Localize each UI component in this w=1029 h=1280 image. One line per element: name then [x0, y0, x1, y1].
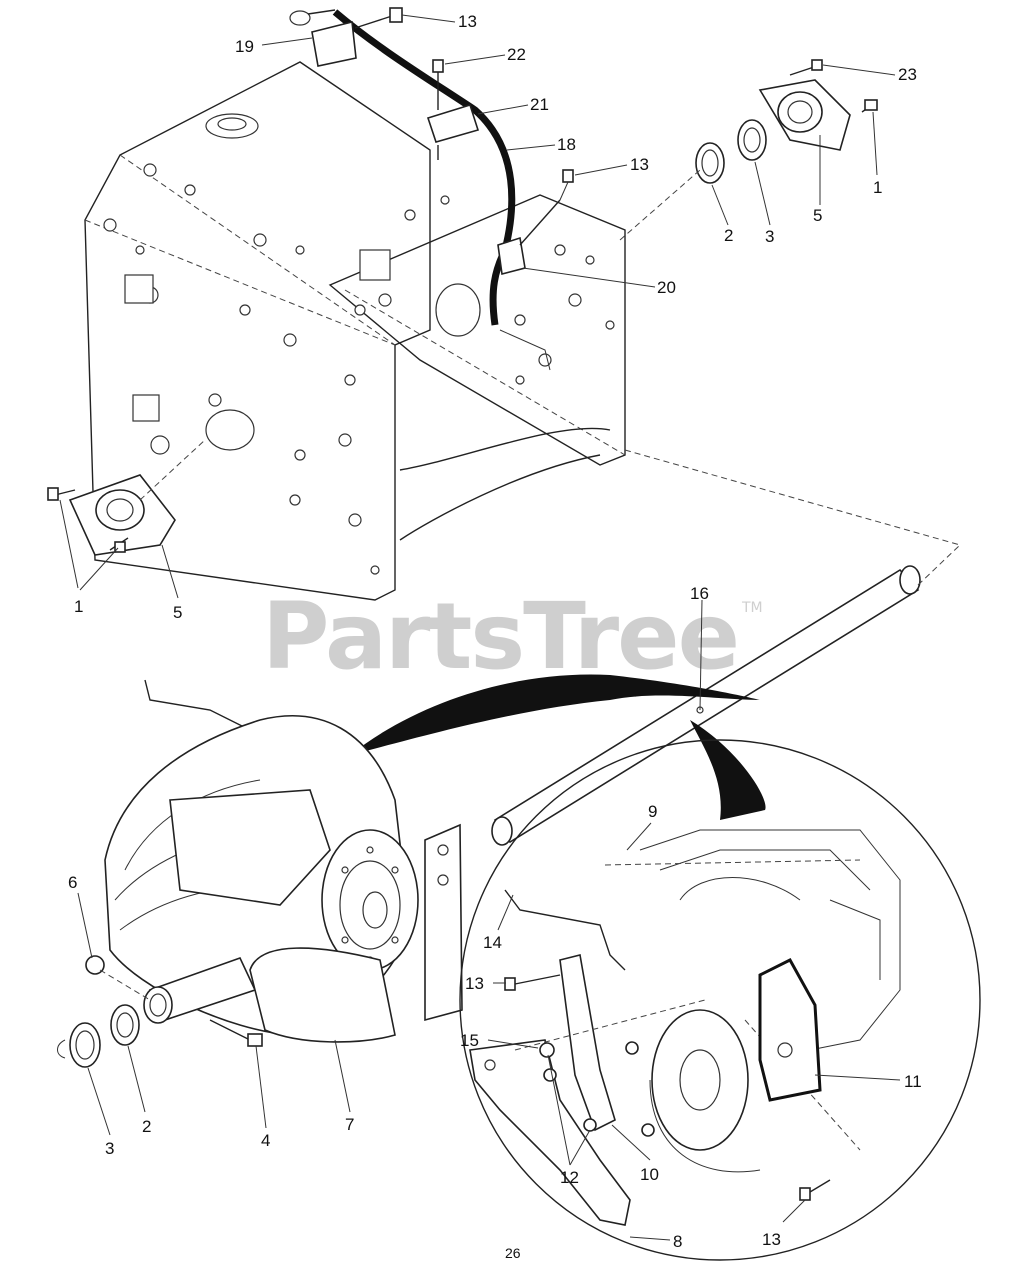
transmission [104, 679, 463, 1047]
callout-13: 13 [630, 155, 649, 174]
detail-callout-circle [459, 739, 981, 1261]
callout-2: 2 [142, 1117, 151, 1136]
callout-5: 5 [813, 206, 822, 225]
callout-3: 3 [105, 1139, 114, 1158]
cable-assembly [289, 7, 574, 326]
callout-18: 18 [557, 135, 576, 154]
detail-wedge [350, 674, 760, 755]
callout-1: 1 [74, 597, 83, 616]
callout-9: 9 [648, 802, 657, 821]
bearing-stack-left [57, 955, 151, 1068]
callout-7: 7 [345, 1115, 354, 1134]
watermark-tm: TM [741, 600, 763, 616]
callout-4: 4 [261, 1131, 270, 1150]
bearing-stack-right [619, 59, 878, 241]
callout-12: 12 [560, 1168, 579, 1187]
housing [84, 61, 626, 601]
callout-23: 23 [898, 65, 917, 84]
callout-11: 11 [904, 1072, 922, 1091]
callout-20: 20 [657, 278, 676, 297]
housing-holes [103, 163, 615, 575]
axle-tube [491, 449, 961, 846]
watermark: PartsTree [262, 583, 738, 690]
callout-21: 21 [530, 95, 549, 114]
callout-2: 2 [724, 226, 733, 245]
callout-13: 13 [465, 974, 484, 993]
callout-15: 15 [460, 1031, 479, 1050]
callout-numbers: 13 19 22 21 18 13 20 23 1 5 3 2 1 5 16 6… [68, 12, 922, 1261]
callout-1: 1 [873, 178, 882, 197]
callout-5: 5 [173, 603, 182, 622]
bearing-flange-left [47, 439, 206, 556]
callout-6: 6 [68, 873, 77, 892]
callout-14: 14 [483, 933, 502, 952]
callout-13: 13 [458, 12, 477, 31]
callout-26: 26 [505, 1245, 521, 1261]
callout-22: 22 [507, 45, 526, 64]
callout-3: 3 [765, 227, 774, 246]
callout-19: 19 [235, 37, 254, 56]
leader-lines [59, 14, 901, 1241]
callout-10: 10 [640, 1165, 659, 1184]
callout-16: 16 [690, 584, 709, 603]
callout-8: 8 [673, 1232, 682, 1251]
callout-13: 13 [762, 1230, 781, 1249]
